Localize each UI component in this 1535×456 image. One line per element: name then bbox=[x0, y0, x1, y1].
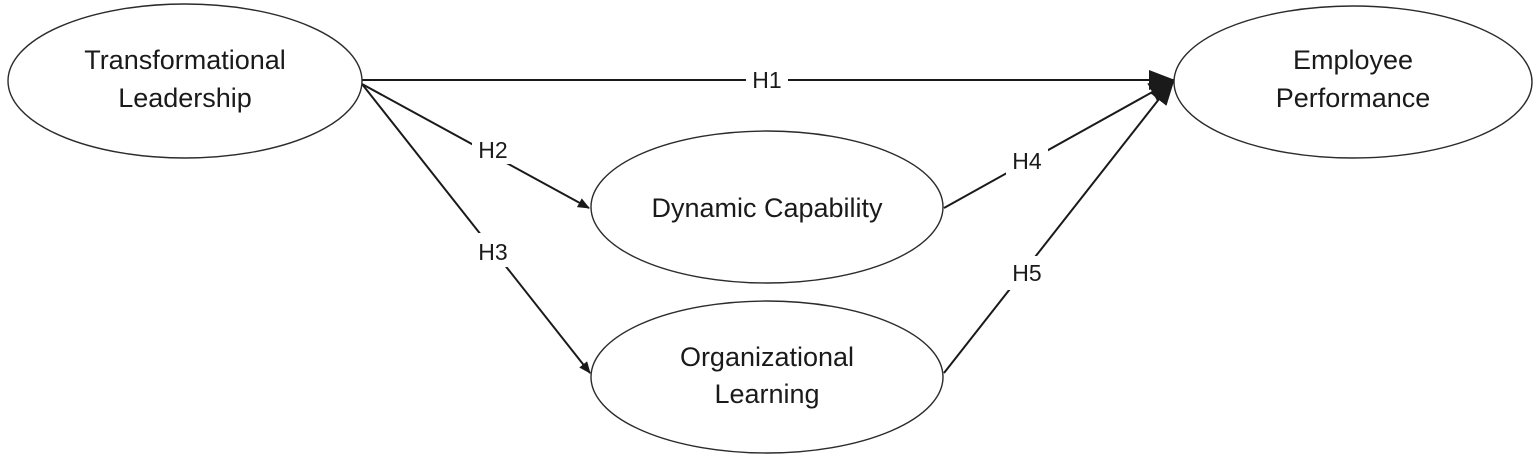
edge-h5: H5 bbox=[943, 79, 1175, 374]
node-organizational-learning-line2: Learning bbox=[714, 379, 819, 409]
node-dynamic-capability-label: Dynamic Capability bbox=[651, 193, 883, 223]
edge-label-h3: H3 bbox=[478, 239, 507, 265]
node-transformational-leadership-line2: Leadership bbox=[118, 83, 252, 113]
node-transformational-leadership: Transformational Leadership bbox=[7, 3, 363, 159]
node-employee-performance-line1: Employee bbox=[1293, 45, 1413, 75]
edge-h3: H3 bbox=[361, 83, 591, 374]
edge-h4: H4 bbox=[943, 79, 1175, 209]
edge-h1: H1 bbox=[362, 66, 1175, 94]
node-dynamic-capability: Dynamic Capability bbox=[590, 130, 944, 284]
node-transformational-leadership-line1: Transformational bbox=[84, 45, 286, 75]
edge-label-h5: H5 bbox=[1012, 260, 1041, 286]
node-employee-performance-line2: Performance bbox=[1276, 83, 1431, 113]
edge-h2: H2 bbox=[361, 83, 590, 209]
edge-label-h2: H2 bbox=[478, 137, 507, 163]
node-organizational-learning-line1: Organizational bbox=[680, 342, 854, 372]
edge-label-h1: H1 bbox=[752, 67, 781, 93]
edge-label-h4: H4 bbox=[1012, 148, 1042, 174]
node-organizational-learning: Organizational Learning bbox=[590, 300, 944, 454]
node-employee-performance: Employee Performance bbox=[1173, 5, 1533, 159]
